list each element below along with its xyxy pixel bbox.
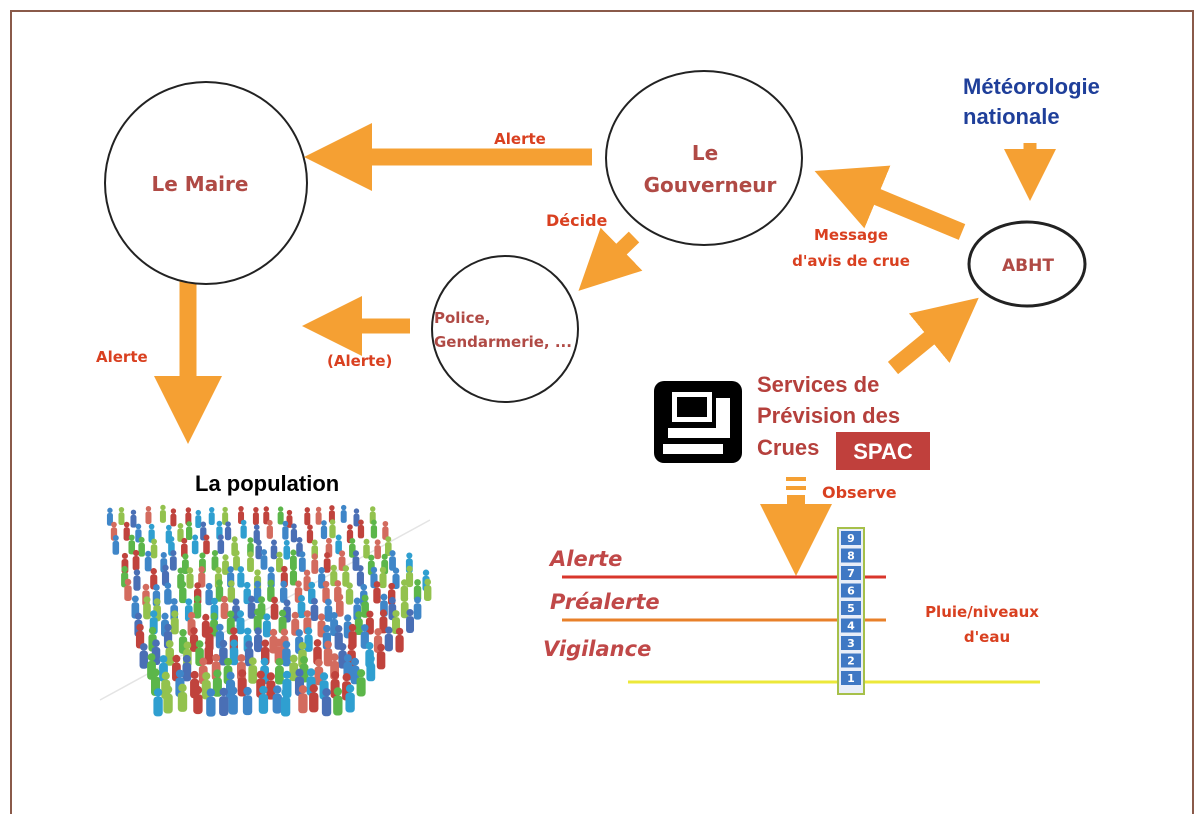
level-label-vigilance: Vigilance [543, 637, 651, 661]
node-gouverneur: Le Gouverneur [605, 70, 803, 246]
gouverneur-label-line2: Gouverneur [644, 173, 777, 197]
police-label-line1: Police, [434, 309, 490, 327]
computer-icon [654, 381, 742, 463]
gauge-caption-line2: d'eau [964, 628, 1010, 646]
edge-label-observe: Observe [822, 483, 897, 502]
arrow-spc-to-gauge [760, 477, 832, 576]
edge-label-alerte-top: Alerte [494, 130, 546, 148]
gauge-mark-label: 2 [847, 655, 855, 668]
arrow-gouverneur-to-police [578, 227, 643, 291]
spc-label-line1: Services de [757, 372, 879, 397]
gauge-mark [841, 653, 861, 668]
spac-badge: SPAC [836, 432, 930, 470]
spac-badge-label: SPAC [853, 439, 913, 464]
spc-label-line2: Prévision des [757, 403, 900, 428]
staff-gauge: 9 8 7 6 5 4 3 2 1 [837, 527, 865, 695]
police-label-line2: Gendarmerie, ... [434, 333, 572, 351]
gauge-mark [841, 583, 861, 598]
gauge-mark-label: 6 [847, 585, 855, 598]
gauge-mark-label: 8 [847, 550, 855, 563]
edge-label-alerte-paren: (Alerte) [327, 352, 392, 370]
gauge-mark [841, 566, 861, 580]
gauge-mark [841, 618, 861, 633]
node-police: Police, Gendarmerie, ... [431, 255, 579, 403]
gouverneur-label-line1: Le [692, 141, 718, 165]
meteo-label-line2: nationale [963, 104, 1060, 129]
arrows [154, 123, 1056, 576]
level-label-prealerte: Préalerte [550, 590, 660, 614]
population-crowd [99, 504, 432, 717]
gauge-mark-label: 1 [847, 672, 855, 685]
gauge-mark [841, 671, 861, 685]
spc-label-line3: Crues [757, 435, 819, 460]
maire-label: Le Maire [152, 172, 249, 196]
arrow-abht-to-gouverneur [814, 165, 966, 240]
node-abht: ABHT [967, 220, 1087, 308]
gauge-mark-label: 4 [847, 620, 855, 633]
node-maire: Le Maire [104, 81, 308, 285]
gauge-caption-line1: Pluie/niveaux [925, 603, 1039, 621]
edge-label-message-line2: d'avis de crue [792, 252, 910, 270]
edge-label-decide: Décide [546, 211, 608, 230]
level-label-alerte: Alerte [548, 547, 622, 571]
arrow-spc-to-abht [887, 297, 979, 375]
gauge-mark [841, 601, 861, 615]
diagram-frame [10, 10, 1194, 814]
population-label: La population [195, 471, 339, 496]
gauge-mark-label: 9 [847, 532, 855, 545]
meteo-label-line1: Météorologie [963, 74, 1100, 99]
gauge-mark [841, 636, 861, 650]
abht-label: ABHT [1002, 256, 1054, 276]
gauge-mark [841, 531, 861, 545]
gauge-mark-label: 5 [847, 602, 855, 615]
gauge-mark-label: 7 [847, 567, 855, 580]
gauge-mark-label: 3 [847, 637, 855, 650]
gauge-mark [841, 548, 861, 563]
edge-label-alerte-left: Alerte [96, 348, 148, 366]
edge-label-message-line1: Message [814, 226, 888, 244]
